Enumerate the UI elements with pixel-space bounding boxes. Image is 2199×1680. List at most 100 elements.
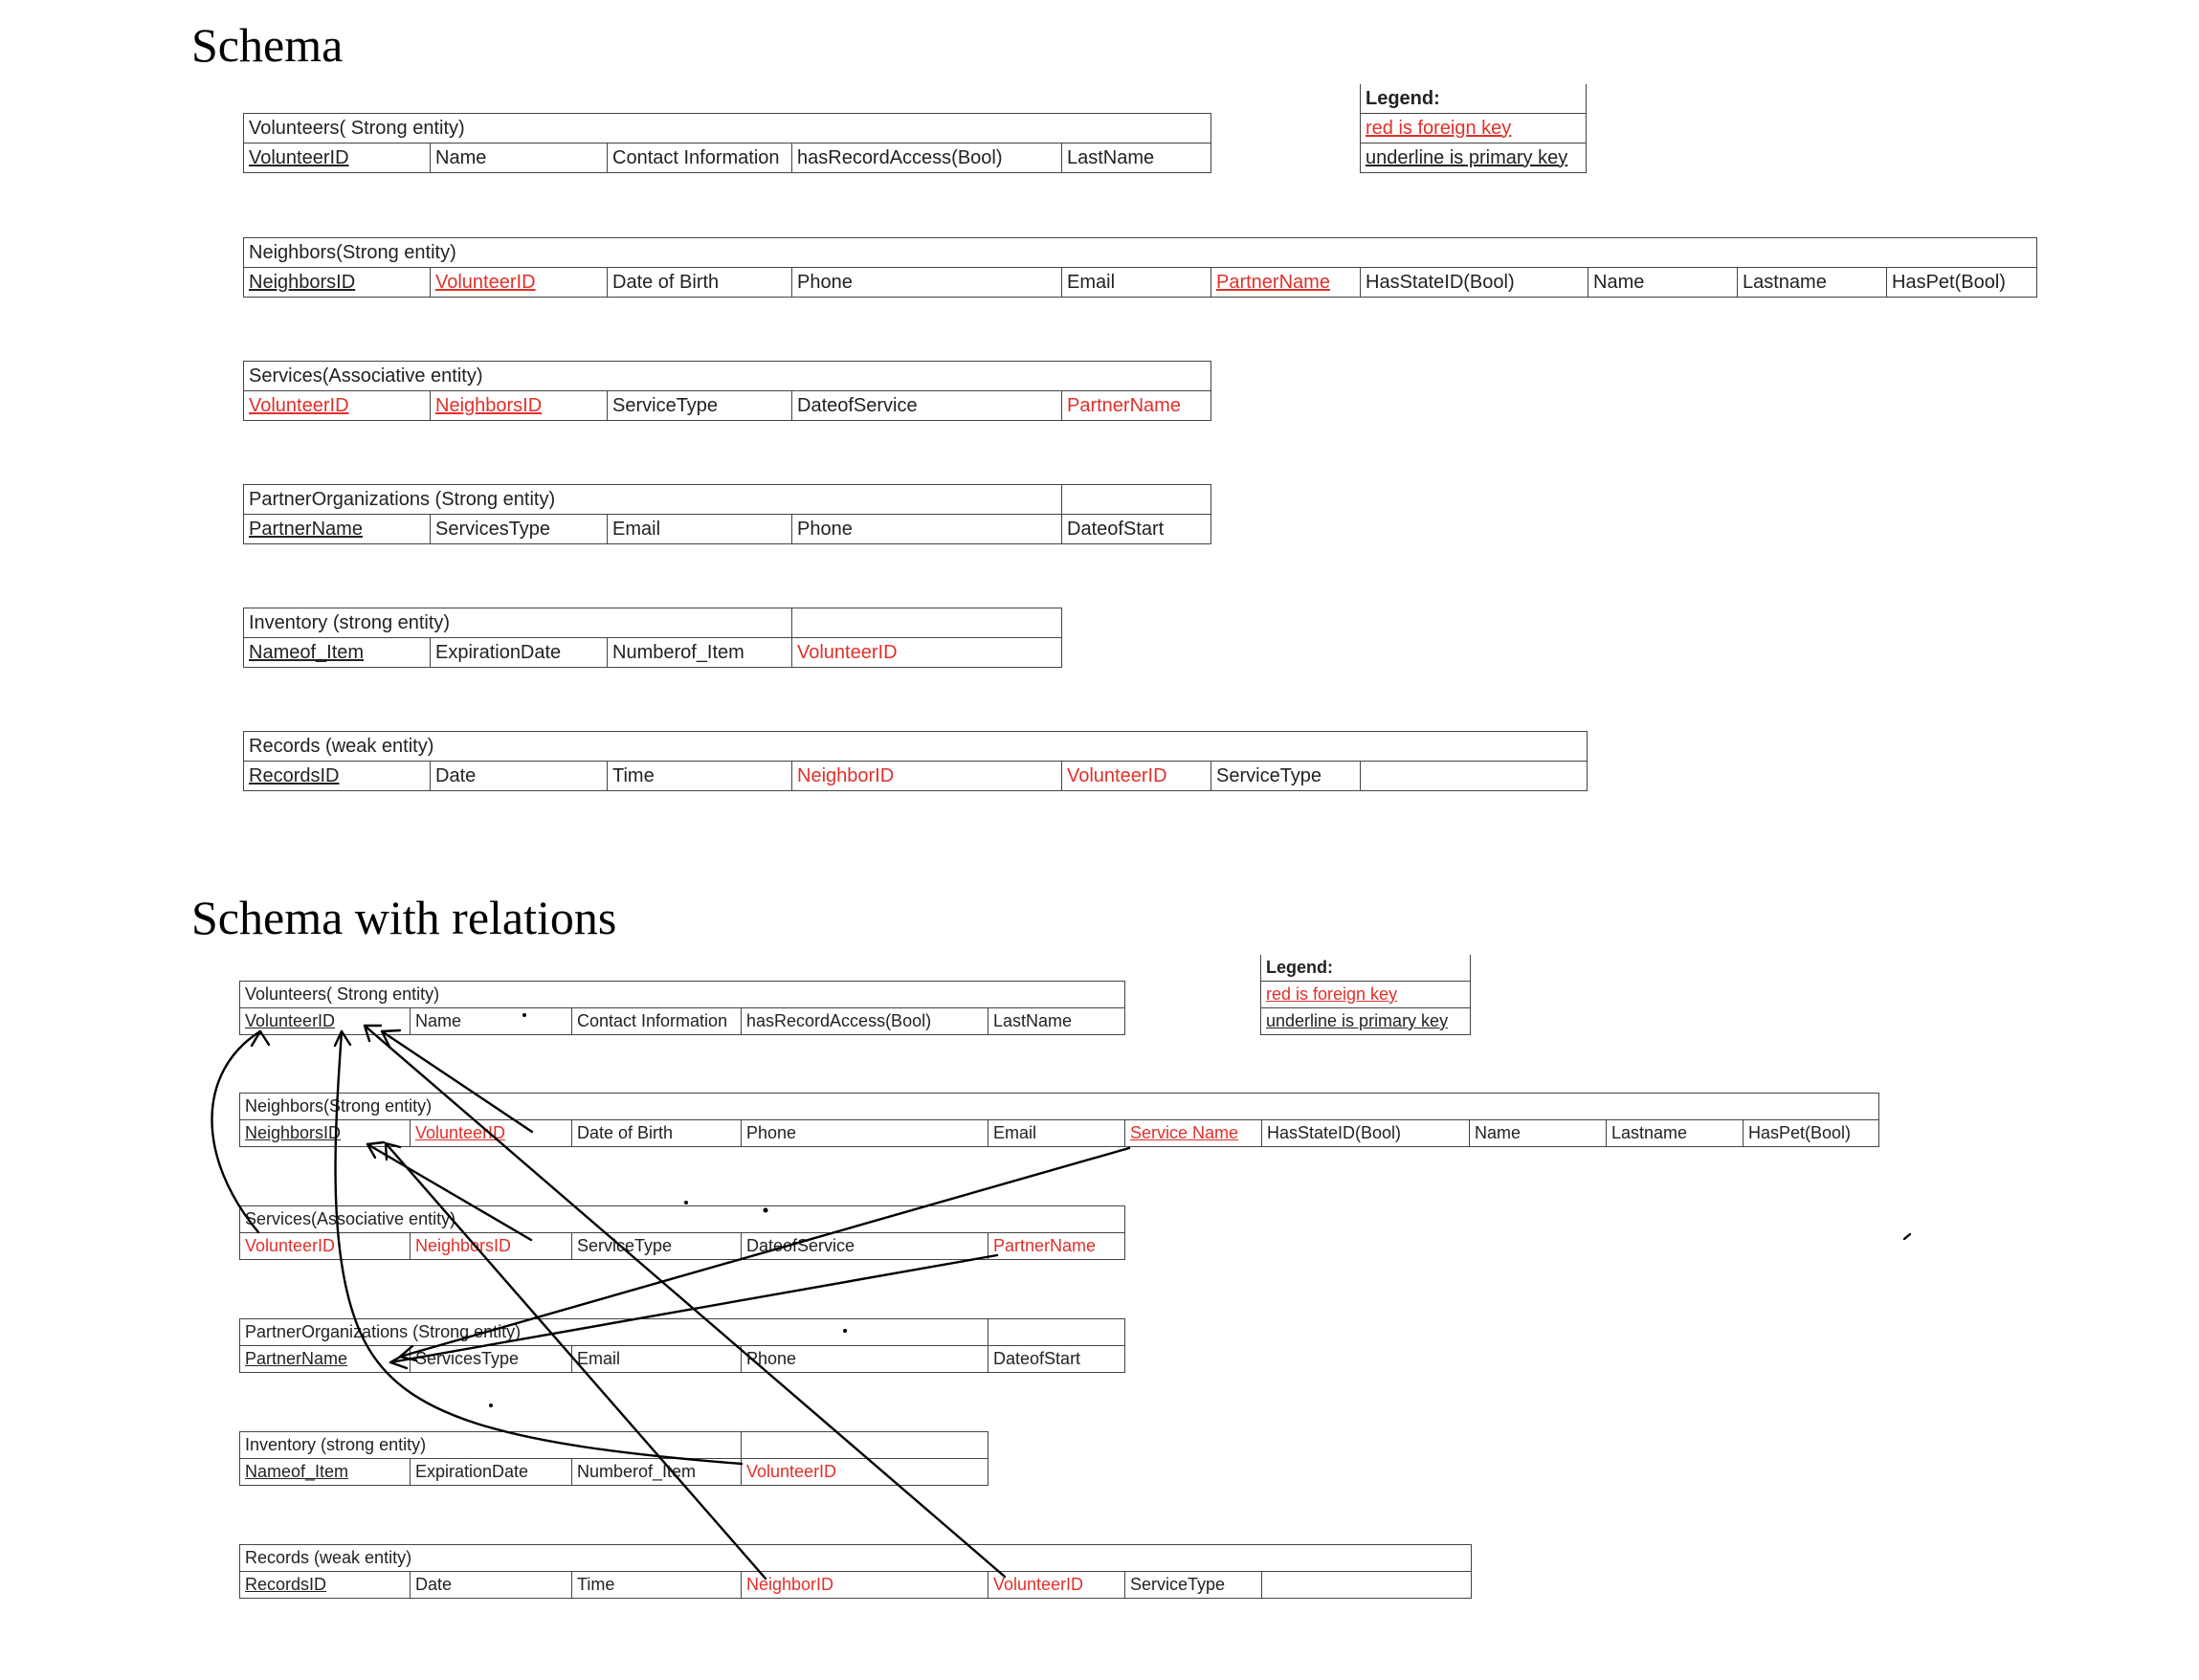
has-state-id-cell: HasStateID(Bool) xyxy=(1360,267,1588,298)
email-cell: Email xyxy=(1061,267,1211,298)
services-title: Services(Associative entity) xyxy=(242,361,1212,391)
has-record-access-cell: hasRecordAccess(Bool) xyxy=(741,1007,988,1035)
phone-cell: Phone xyxy=(790,514,1063,544)
neighbors-id-cell: NeighborsID xyxy=(239,1119,411,1147)
neighbors-columns: NeighborsID VolunteerID Date of Birth Ph… xyxy=(243,267,2038,298)
date-cell: Date xyxy=(410,1571,572,1599)
date-of-birth-cell: Date of Birth xyxy=(607,267,792,298)
name-cell: Name xyxy=(430,143,608,173)
records-columns: RecordsID Date Time NeighborID Volunteer… xyxy=(239,1571,1473,1599)
empty-cell xyxy=(1359,761,1588,791)
services-title: Services(Associative entity) xyxy=(238,1205,1126,1233)
volunteer-id-fk-cell: VolunteerID xyxy=(1061,761,1211,791)
legend-title: Legend: xyxy=(1360,84,1587,114)
service-name-fk-cell: Service Name xyxy=(1124,1119,1262,1147)
legend-foreign-key-note: red is foreign key xyxy=(1360,113,1587,144)
volunteers-table: Volunteers( Strong entity) VolunteerID N… xyxy=(242,113,1212,173)
date-of-birth-cell: Date of Birth xyxy=(571,1119,742,1147)
phone-cell: Phone xyxy=(740,1345,989,1373)
time-cell: Time xyxy=(607,761,792,791)
date-cell: Date xyxy=(430,761,608,791)
inventory-table: Inventory (strong entity) Nameof_Item Ex… xyxy=(243,608,1062,668)
legend-foreign-key-note: red is foreign key xyxy=(1260,981,1471,1008)
schema-heading: Schema xyxy=(191,18,344,72)
partner-organizations-columns: PartnerName ServicesType Email Phone Dat… xyxy=(239,1345,1126,1373)
legend-primary-key-note: underline is primary key xyxy=(1360,143,1587,173)
partner-name-cell: PartnerName xyxy=(243,514,431,544)
volunteer-id-cell: VolunteerID xyxy=(243,143,431,173)
volunteers-columns: VolunteerID Name Contact Information has… xyxy=(239,1007,1126,1035)
last-name-cell: LastName xyxy=(987,1007,1126,1035)
expiration-date-cell: ExpirationDate xyxy=(430,637,608,668)
legend-primary-key-note: underline is primary key xyxy=(1260,1007,1471,1035)
phone-cell: Phone xyxy=(791,267,1062,298)
records-table: Records (weak entity) RecordsID Date Tim… xyxy=(238,1544,1473,1599)
partner-organizations-title: PartnerOrganizations (Strong entity) xyxy=(242,484,1063,515)
date-of-start-cell: DateofStart xyxy=(988,1345,1126,1373)
neighbors-table: Neighbors(Strong entity) NeighborsID Vol… xyxy=(242,237,2038,298)
empty-cell xyxy=(988,1318,1126,1346)
name-of-item-cell: Nameof_Item xyxy=(243,637,431,668)
records-id-cell: RecordsID xyxy=(239,1571,411,1599)
empty-cell xyxy=(741,1431,988,1459)
empty-cell xyxy=(791,608,1062,638)
partner-name-fk-cell: PartnerName xyxy=(1211,267,1361,298)
expiration-date-cell: ExpirationDate xyxy=(410,1458,572,1486)
email-cell: Email xyxy=(607,514,792,544)
has-state-id-cell: HasStateID(Bool) xyxy=(1261,1119,1470,1147)
neighbors-title: Neighbors(Strong entity) xyxy=(242,237,2038,268)
has-pet-cell: HasPet(Bool) xyxy=(1743,1119,1879,1147)
lastname-cell: Lastname xyxy=(1737,267,1887,298)
date-of-service-cell: DateofService xyxy=(791,390,1062,421)
services-table: Services(Associative entity) VolunteerID… xyxy=(238,1205,1126,1260)
neighbors-id-fk-cell: NeighborsID xyxy=(410,1232,572,1260)
volunteer-id-cell: VolunteerID xyxy=(239,1007,411,1035)
service-type-cell: ServiceType xyxy=(571,1232,742,1260)
volunteers-title: Volunteers( Strong entity) xyxy=(242,113,1212,144)
volunteers-columns: VolunteerID Name Contact Information has… xyxy=(243,143,1212,173)
volunteer-id-fk-cell: VolunteerID xyxy=(791,637,1062,668)
last-name-cell: LastName xyxy=(1060,143,1212,173)
volunteer-id-fk-cell: VolunteerID xyxy=(741,1458,988,1486)
records-columns: RecordsID Date Time NeighborID Volunteer… xyxy=(243,761,1588,791)
legend: Legend: red is foreign key underline is … xyxy=(1260,955,1471,1035)
neighbors-id-fk-cell: NeighborsID xyxy=(430,390,608,421)
partner-organizations-table: PartnerOrganizations (Strong entity) Par… xyxy=(242,484,1212,544)
relations-heading: Schema with relations xyxy=(191,891,617,944)
partner-name-cell: PartnerName xyxy=(239,1345,411,1373)
number-of-item-cell: Numberof_Item xyxy=(571,1458,742,1486)
phone-cell: Phone xyxy=(741,1119,988,1147)
services-table: Services(Associative entity) VolunteerID… xyxy=(242,361,1212,421)
services-columns: VolunteerID NeighborsID ServiceType Date… xyxy=(239,1232,1126,1260)
volunteer-id-fk-cell: VolunteerID xyxy=(430,267,608,298)
name-of-item-cell: Nameof_Item xyxy=(239,1458,411,1486)
neighbors-id-cell: NeighborsID xyxy=(243,267,431,298)
volunteer-id-fk-cell: VolunteerID xyxy=(410,1119,572,1147)
services-columns: VolunteerID NeighborsID ServiceType Date… xyxy=(243,390,1212,421)
records-table: Records (weak entity) RecordsID Date Tim… xyxy=(242,731,1588,791)
legend: Legend: red is foreign key underline is … xyxy=(1360,84,1587,173)
number-of-item-cell: Numberof_Item xyxy=(607,637,792,668)
inventory-columns: Nameof_Item ExpirationDate Numberof_Item… xyxy=(239,1458,988,1486)
services-type-cell: ServicesType xyxy=(430,514,608,544)
stray-mark xyxy=(1902,1232,1912,1241)
inventory-columns: Nameof_Item ExpirationDate Numberof_Item… xyxy=(243,637,1062,668)
contact-information-cell: Contact Information xyxy=(607,143,792,173)
name-cell: Name xyxy=(1588,267,1738,298)
volunteers-table: Volunteers( Strong entity) VolunteerID N… xyxy=(238,981,1126,1035)
partner-name-fk-cell: PartnerName xyxy=(987,1232,1126,1260)
legend-title: Legend: xyxy=(1260,955,1471,982)
records-id-cell: RecordsID xyxy=(243,761,431,791)
volunteer-id-fk-cell: VolunteerID xyxy=(243,390,431,421)
neighbors-table: Neighbors(Strong entity) NeighborsID Vol… xyxy=(239,1093,1879,1147)
partner-name-fk-cell: PartnerName xyxy=(1060,390,1212,421)
stray-dot xyxy=(489,1404,493,1407)
neighbors-title: Neighbors(Strong entity) xyxy=(239,1093,1879,1120)
date-of-service-cell: DateofService xyxy=(741,1232,988,1260)
neighbor-id-fk-cell: NeighborID xyxy=(741,1571,988,1599)
records-title: Records (weak entity) xyxy=(238,1544,1473,1572)
lastname-cell: Lastname xyxy=(1606,1119,1744,1147)
neighbor-id-fk-cell: NeighborID xyxy=(791,761,1062,791)
stray-dot xyxy=(684,1201,688,1205)
services-type-cell: ServicesType xyxy=(410,1345,572,1373)
